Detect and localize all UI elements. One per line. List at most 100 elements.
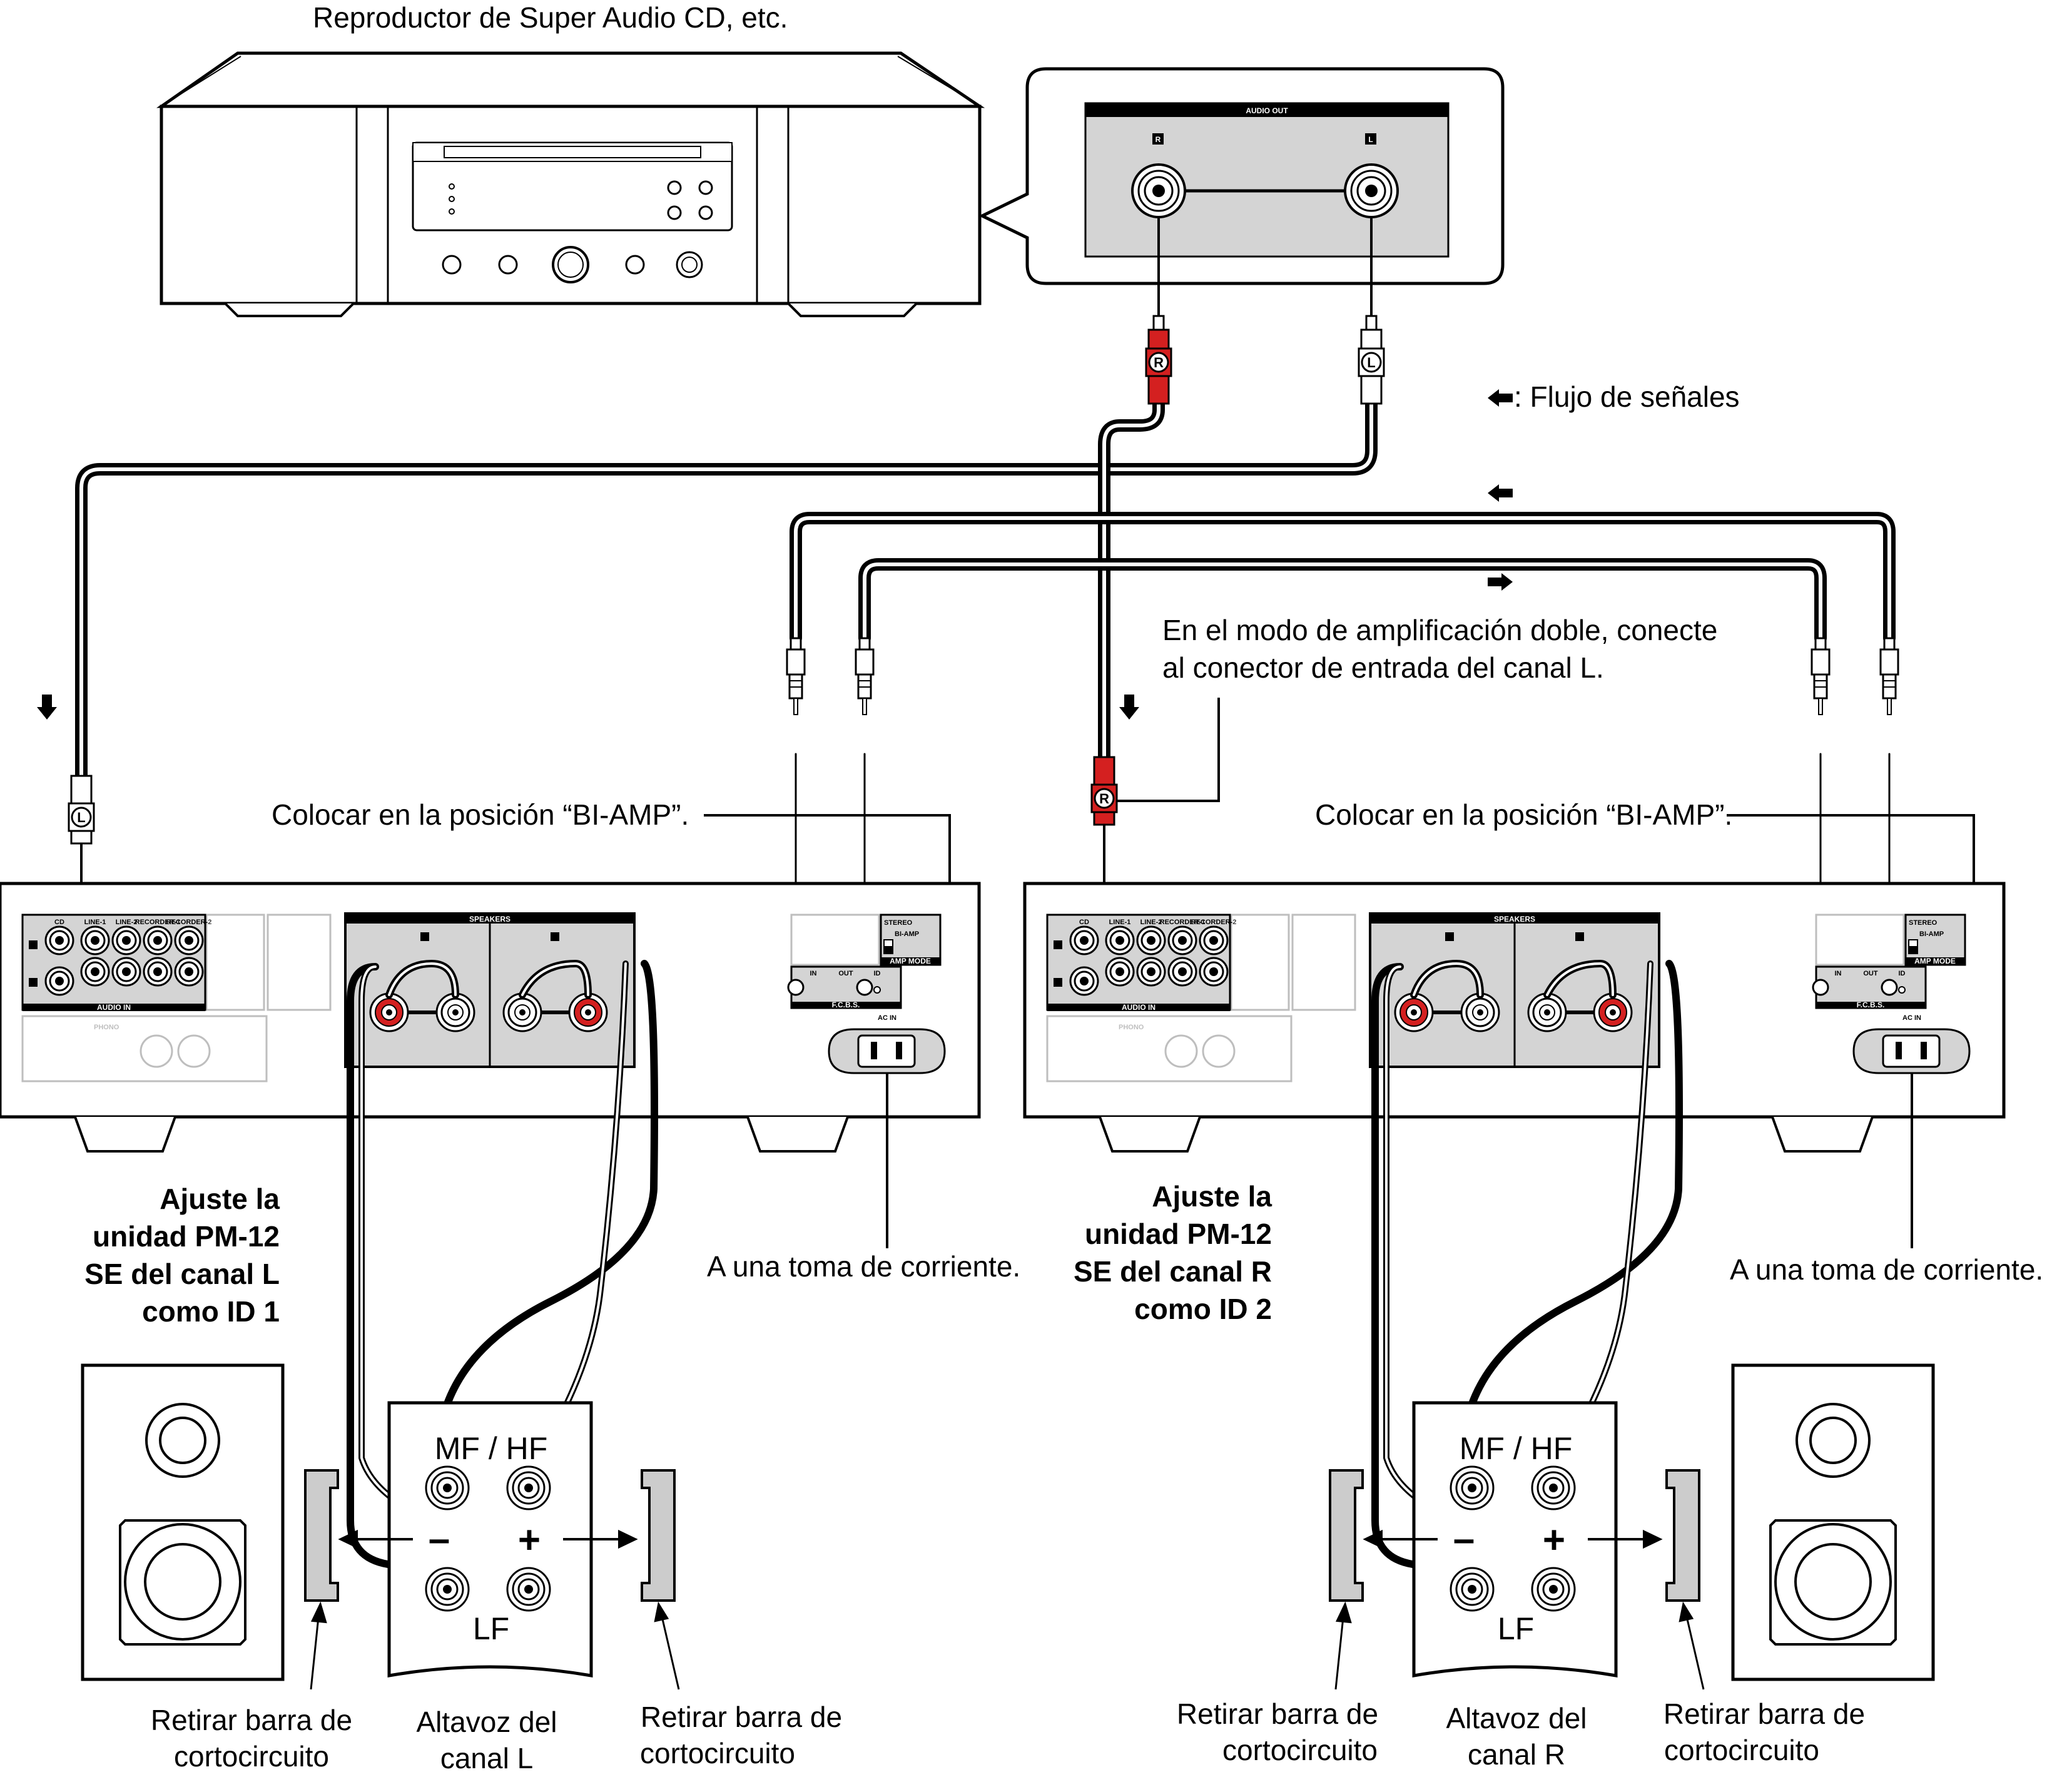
spk-term-minus-r-r bbox=[1460, 992, 1500, 1032]
signal-flow-label: : Flujo de señales bbox=[1514, 380, 1740, 413]
spk-term-minus-l-r bbox=[1527, 992, 1567, 1032]
spk-term-plus-r-r bbox=[1394, 992, 1434, 1032]
amplifier-right: AUDIO IN CD LINE-1 LINE-2 RECORDER-1 REC… bbox=[1023, 882, 2006, 1248]
audio-out-r-jack bbox=[1131, 163, 1186, 218]
lf-label-l: LF bbox=[473, 1611, 509, 1646]
fcbs-in-label-l: IN bbox=[810, 970, 817, 977]
remove-bar-1b: cortocircuito bbox=[174, 1740, 329, 1773]
right-unit-line2: unidad PM-12 bbox=[1085, 1218, 1272, 1250]
bar-arrows bbox=[310, 1529, 1705, 1690]
speaker-cabinet-right bbox=[1731, 1363, 1935, 1681]
source-r-plug: R bbox=[1145, 315, 1172, 405]
amp-mode-label-r: AMP MODE bbox=[1914, 957, 1956, 965]
speaker-left-label-2: canal L bbox=[440, 1742, 533, 1774]
mf-hf-label-r: MF / HF bbox=[1460, 1431, 1573, 1466]
fcbs-label-l: F.C.B.S. bbox=[832, 1000, 860, 1009]
stereo-label-l: STEREO bbox=[884, 919, 913, 927]
plus-sign-r: + bbox=[1543, 1519, 1565, 1562]
speakers-label-l: SPEAKERS bbox=[469, 915, 510, 924]
flow-arrow-left-icon bbox=[1488, 484, 1513, 502]
plug-l-letter: L bbox=[1367, 355, 1375, 370]
biamp-label-r: BI-AMP bbox=[1919, 930, 1944, 938]
left-unit-line3: SE del canal L bbox=[84, 1258, 280, 1290]
ac-in-label-r: AC IN bbox=[1902, 1014, 1921, 1022]
speaker-terminals-left: MF / HF – + LF bbox=[387, 1401, 593, 1677]
lf-minus-r bbox=[1450, 1567, 1495, 1612]
spk-term-minus-r-l bbox=[435, 992, 475, 1032]
rec1-label-r: RECORDER-1 bbox=[1160, 919, 1206, 926]
plug-l-letter-2: L bbox=[77, 810, 85, 825]
remove-bar-4b: cortocircuito bbox=[1664, 1734, 1819, 1766]
right-unit-line1: Ajuste la bbox=[1152, 1180, 1272, 1213]
right-unit-label: Ajuste la unidad PM-12 SE del canal R co… bbox=[1074, 1180, 1272, 1325]
lf-plus-r bbox=[1531, 1567, 1576, 1612]
input-arrow-left-icon bbox=[37, 695, 57, 720]
fcbs-id-label-r: ID bbox=[1899, 970, 1906, 977]
rec1-label-l: RECORDER-1 bbox=[135, 919, 181, 926]
mf-hf-minus-r bbox=[1450, 1465, 1495, 1510]
minus-sign-r: – bbox=[1453, 1517, 1475, 1560]
right-amp-r-plug: R bbox=[1090, 756, 1118, 826]
remove-bar-2b: cortocircuito bbox=[640, 1737, 795, 1769]
line1-label-r: LINE-1 bbox=[1109, 919, 1131, 926]
phono-label-r: PHONO bbox=[1119, 1024, 1144, 1031]
biamp-note-line1: En el modo de amplificación doble, conec… bbox=[1162, 614, 1717, 646]
fcbs-plug-4 bbox=[1879, 637, 1899, 716]
fcbs-out-label-r: OUT bbox=[1863, 970, 1878, 977]
left-amp-l-plug: L bbox=[68, 775, 95, 845]
spk-term-plus-r-l bbox=[369, 992, 409, 1032]
fcbs-label-r: F.C.B.S. bbox=[1857, 1000, 1885, 1009]
speaker-right-label-1: Altavoz del bbox=[1446, 1702, 1587, 1734]
remove-bar-3a: Retirar barra de bbox=[1177, 1698, 1378, 1730]
fcbs-plug-3 bbox=[1811, 637, 1831, 716]
bottom-labels: Retirar barra de cortocircuito Altavoz d… bbox=[151, 1698, 1865, 1774]
rec2-label-r: RECORDER-2 bbox=[1191, 919, 1237, 926]
biamp-label-l: BI-AMP bbox=[895, 930, 919, 938]
remove-bar-2a: Retirar barra de bbox=[641, 1701, 842, 1733]
right-unit-line3: SE del canal R bbox=[1074, 1255, 1272, 1288]
plug-r-letter: R bbox=[1154, 355, 1164, 370]
jack-r-label: R bbox=[1156, 135, 1161, 144]
shorting-bars bbox=[304, 1469, 1700, 1602]
remove-bar-1a: Retirar barra de bbox=[151, 1704, 352, 1736]
mf-hf-label-l: MF / HF bbox=[435, 1431, 548, 1466]
power-outlet-left: A una toma de corriente. bbox=[707, 1250, 1020, 1283]
speakers-label-r: SPEAKERS bbox=[1494, 915, 1535, 924]
input-arrow-right-icon bbox=[1119, 695, 1139, 720]
mf-hf-plus-l bbox=[506, 1465, 551, 1510]
amp-mode-label-l: AMP MODE bbox=[890, 957, 931, 965]
speaker-left-label-1: Altavoz del bbox=[416, 1706, 557, 1738]
plug-r-letter-2: R bbox=[1099, 791, 1109, 807]
phono-label-l: PHONO bbox=[94, 1024, 119, 1031]
ac-in-label-l: AC IN bbox=[878, 1014, 896, 1022]
set-biamp-left: Colocar en la posición “BI-AMP”. bbox=[272, 798, 689, 831]
right-unit-line4: como ID 2 bbox=[1134, 1293, 1272, 1325]
spk-term-plus-l-l bbox=[568, 992, 608, 1032]
spk-term-minus-l-l bbox=[502, 992, 542, 1032]
remove-bar-3b: cortocircuito bbox=[1222, 1734, 1378, 1766]
speaker-right-label-2: canal R bbox=[1468, 1738, 1565, 1771]
source-player-label: Reproductor de Super Audio CD, etc. bbox=[313, 1, 788, 34]
signal-flow-legend: : Flujo de señales bbox=[1488, 380, 1740, 413]
jack-l-label: L bbox=[1368, 135, 1373, 144]
arrow-left-icon bbox=[1488, 389, 1513, 407]
line2-label-l: LINE-2 bbox=[116, 919, 138, 926]
set-biamp-right: Colocar en la posición “BI-AMP”. bbox=[1315, 798, 1732, 831]
left-unit-line2: unidad PM-12 bbox=[93, 1220, 280, 1253]
fcbs-out-label-l: OUT bbox=[838, 970, 853, 977]
line2-label-r: LINE-2 bbox=[1140, 919, 1162, 926]
fcbs-in-label-r: IN bbox=[1835, 970, 1842, 977]
audio-out-header: AUDIO OUT bbox=[1246, 106, 1288, 115]
audio-out-l-jack bbox=[1344, 163, 1399, 218]
biamp-note-line2: al conector de entrada del canal L. bbox=[1162, 651, 1604, 684]
mf-hf-minus-l bbox=[425, 1465, 470, 1510]
minus-sign-l: – bbox=[429, 1517, 450, 1560]
remove-bar-4a: Retirar barra de bbox=[1663, 1698, 1865, 1730]
lf-minus-l bbox=[425, 1567, 470, 1612]
spk-term-plus-l-r bbox=[1593, 992, 1633, 1032]
audio-out-callout: AUDIO OUT R L bbox=[978, 67, 1505, 285]
fcbs-plug-1 bbox=[786, 637, 806, 716]
left-unit-label: Ajuste la unidad PM-12 SE del canal L co… bbox=[84, 1183, 280, 1328]
amplifier-left: AUDIO IN CD LINE-1 LINE-2 RECORDER-1 REC… bbox=[0, 882, 981, 1248]
